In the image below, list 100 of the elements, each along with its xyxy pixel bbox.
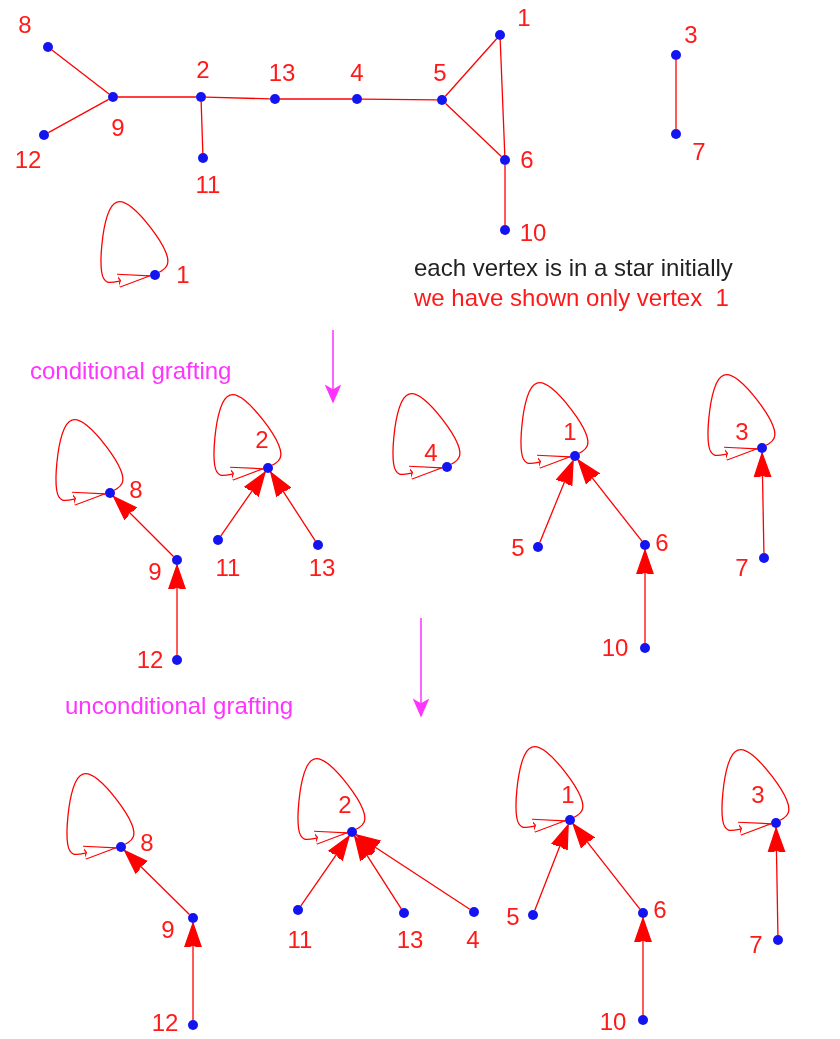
arrow [123,849,191,916]
arrow [300,835,350,907]
self-loop-arrow [520,382,589,470]
vertex-dot [757,443,767,453]
vertex-number: 8 [129,477,143,503]
vertex-number: 12 [14,147,42,173]
arrow [112,495,175,558]
vertex-number: 12 [151,1010,179,1036]
vertex-dot [150,270,160,280]
vertex-number: 8 [18,12,32,38]
vertex-dot [172,655,182,665]
vertex-dot [213,535,223,545]
vertex-number: 3 [751,782,765,808]
vertex-dot [533,542,543,552]
self-loop-arrow [297,758,366,846]
vertex-number: 10 [599,1009,627,1035]
note-text: we have shown only vertex 1 [414,284,729,312]
vertex-dot [116,842,126,852]
vertex-dot [352,94,362,104]
vertex-number: 7 [692,139,706,165]
vertex-dot [570,451,580,461]
vertex-dot [263,463,273,473]
vertex-number: 5 [506,904,520,930]
arrow [577,459,643,542]
vertex-number: 3 [735,419,749,445]
vertex-number: 10 [601,635,629,661]
arrow [167,564,187,656]
vertex-number: 6 [653,897,667,923]
vertex-dot [671,129,681,139]
self-loop-arrow [707,374,776,462]
vertex-dot [313,540,323,550]
vertex-number: 2 [338,792,352,818]
arrow [766,827,787,936]
vertex-number: 4 [350,60,364,86]
vertex-number: 9 [148,559,162,585]
self-loop-arrow [392,393,461,481]
vertex-number: 13 [308,555,336,581]
vertex-dot [108,92,118,102]
self-loop-arrow [55,419,124,507]
arrow [183,922,203,1021]
arrow [355,834,471,910]
arrow [270,471,316,542]
vertex-dot [196,92,206,102]
arrow [354,835,402,910]
vertex-dot [528,910,538,920]
vertex-number: 5 [433,60,447,86]
vertex-number: 3 [684,22,698,48]
vertex-dot [39,130,49,140]
vertex-dot [442,462,452,472]
vertex-dot [638,908,648,918]
vertex-number: 13 [396,927,424,953]
vertex-number: 6 [655,530,669,556]
arrow [534,824,569,911]
vertex-number: 1 [176,262,190,288]
vertex-dot [495,30,505,40]
vertex-dot [671,50,681,60]
arrow [572,823,641,910]
vertex-dot [198,153,208,163]
vertex-dot [293,905,303,915]
vertex-number: 2 [196,57,210,83]
vertex-dot [105,488,115,498]
arrow [539,460,574,543]
vertex-dot [565,815,575,825]
arrow [635,549,655,644]
vertex-dot [43,42,53,52]
vertex-number: 7 [735,555,749,581]
self-loop-arrow [66,773,135,861]
vertex-number: 1 [517,5,531,31]
vertex-dot [469,907,479,917]
vertex-number: 5 [511,535,525,561]
vertex-dot [500,225,510,235]
self-loop-arrow [100,201,169,289]
vertex-dot [638,1015,648,1025]
vertex-number: 13 [268,60,296,86]
vertex-number: 6 [520,147,534,173]
vertex-number: 12 [136,647,164,673]
vertex-number: 9 [161,917,175,943]
step-label: unconditional grafting [65,692,294,720]
arrow [633,917,653,1016]
vertex-number: 4 [424,440,438,466]
vertex-number: 1 [563,419,577,445]
vertex-dot [347,827,357,837]
self-loop-arrow [721,749,790,837]
step-label: conditional grafting [30,357,232,385]
vertex-dot [640,540,650,550]
self-loop-arrow [515,746,584,834]
vertex-number: 11 [215,555,241,581]
vertex-dot [500,155,510,165]
vertex-dot [399,908,409,918]
vertex-dot [640,643,650,653]
vertex-number: 7 [749,932,763,958]
vertex-number: 9 [111,115,125,141]
vertex-dot [188,913,198,923]
vertex-dot [437,95,447,105]
vertex-dot [771,818,781,828]
arrow [220,471,266,537]
vertex-number: 10 [519,220,547,246]
vertex-dot [270,94,280,104]
vertex-number: 11 [287,927,313,953]
vertex-number: 4 [466,927,480,953]
